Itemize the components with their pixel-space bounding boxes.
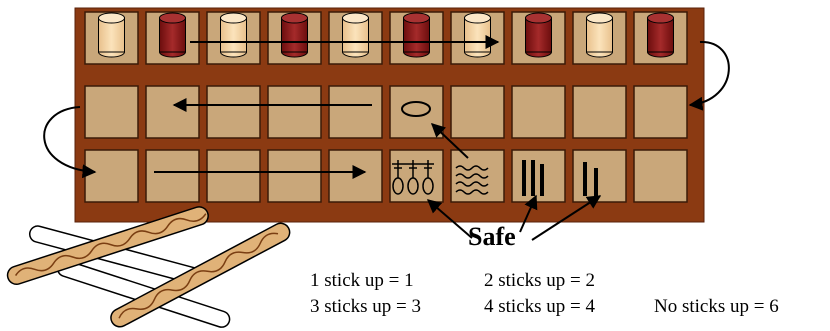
board-square[interactable]	[634, 150, 687, 202]
board-square[interactable]	[451, 150, 504, 202]
safe-label: Safe	[468, 222, 516, 252]
board-square[interactable]	[634, 86, 687, 138]
board-square[interactable]	[207, 86, 260, 138]
rule-1-stick: 1 stick up = 1	[310, 270, 414, 292]
rule-4-sticks: 4 sticks up = 4	[484, 296, 595, 318]
rule-3-sticks: 3 sticks up = 3	[310, 296, 421, 318]
dark-piece[interactable]	[648, 13, 674, 57]
board-square[interactable]	[329, 86, 382, 138]
board-square[interactable]	[146, 86, 199, 138]
dark-piece[interactable]	[160, 13, 186, 57]
rule-no-sticks: No sticks up = 6	[654, 296, 779, 318]
light-piece[interactable]	[221, 13, 247, 57]
light-piece[interactable]	[587, 13, 613, 57]
board-square[interactable]	[85, 150, 138, 202]
dark-piece[interactable]	[526, 13, 552, 57]
board-square[interactable]	[268, 150, 321, 202]
board-square[interactable]	[207, 150, 260, 202]
board-square[interactable]	[390, 86, 443, 138]
light-piece[interactable]	[465, 13, 491, 57]
board-square[interactable]	[451, 86, 504, 138]
board-square[interactable]	[512, 86, 565, 138]
board-square[interactable]	[573, 150, 626, 202]
dark-piece[interactable]	[282, 13, 308, 57]
board-square[interactable]	[146, 150, 199, 202]
rule-2-sticks: 2 sticks up = 2	[484, 270, 595, 292]
board-square[interactable]	[268, 86, 321, 138]
board-square[interactable]	[85, 86, 138, 138]
board-square[interactable]	[512, 150, 565, 202]
dark-piece[interactable]	[404, 13, 430, 57]
light-piece[interactable]	[343, 13, 369, 57]
light-piece[interactable]	[99, 13, 125, 57]
board-square[interactable]	[329, 150, 382, 202]
throwing-sticks	[5, 205, 293, 330]
board-square[interactable]	[573, 86, 626, 138]
